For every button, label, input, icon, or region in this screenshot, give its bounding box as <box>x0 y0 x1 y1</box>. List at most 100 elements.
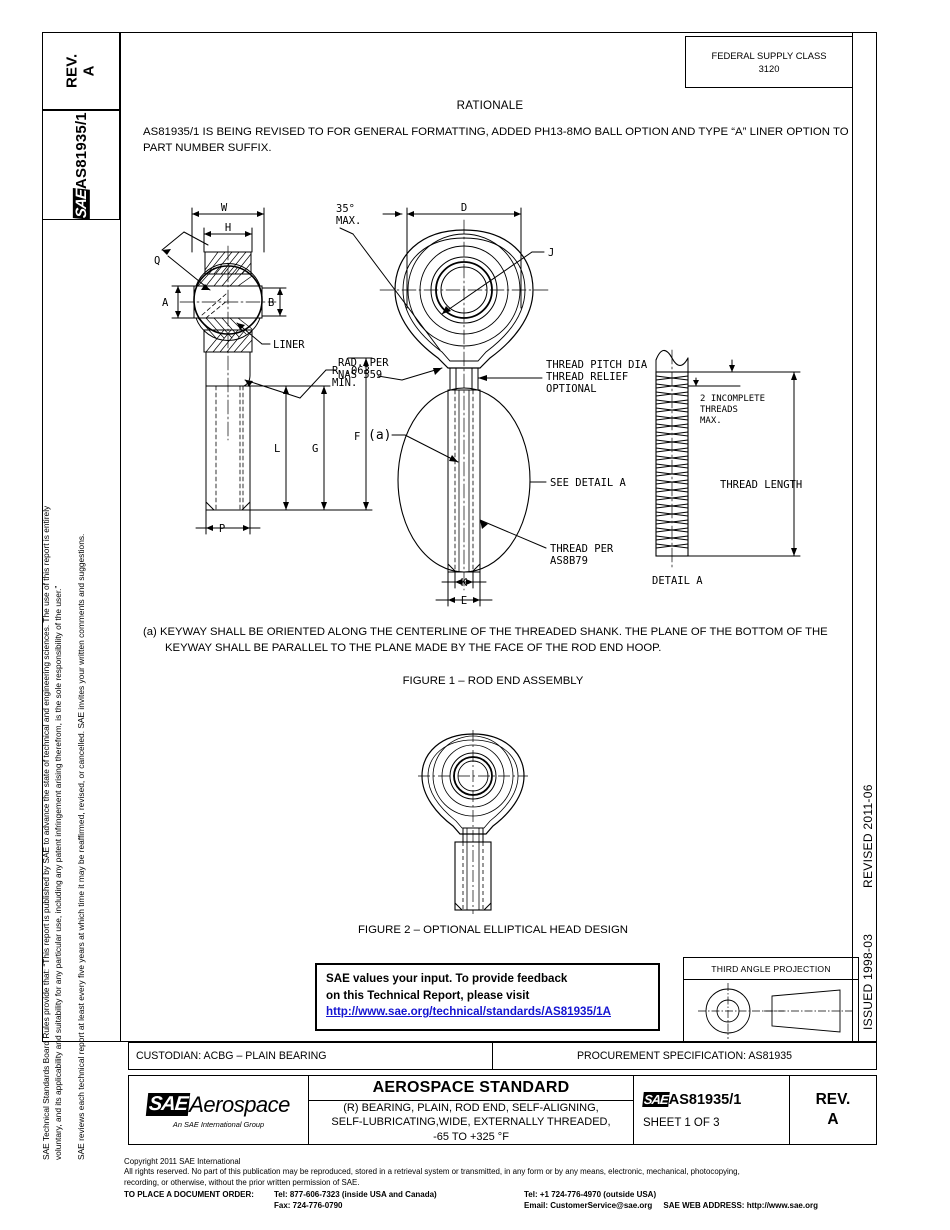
standard-title-cell: AEROSPACE STANDARD (R) BEARING, PLAIN, R… <box>309 1076 634 1144</box>
document-number-vertical-box: SAEAS81935/1 <box>42 110 120 220</box>
label-thread-per: THREAD PER <box>550 543 614 555</box>
label-threads-max: MAX. <box>700 416 722 426</box>
title-block: SAE Aerospace An SAE International Group… <box>128 1075 877 1145</box>
legal-notice-block-2: SAE reviews each technical report at lea… <box>76 280 88 1160</box>
label-threads: THREADS <box>700 405 738 415</box>
sae-logo-icon: SAE <box>145 1093 191 1116</box>
figure-2-caption: FIGURE 2 – OPTIONAL ELLIPTICAL HEAD DESI… <box>357 924 629 936</box>
label-k: K <box>461 577 468 589</box>
label-d: D <box>461 202 467 214</box>
leader-thread-per <box>479 519 547 549</box>
document-number-line: SAEAS81935/1 <box>642 1091 789 1108</box>
label-as8b79: AS8B79 <box>550 555 588 567</box>
leader-j <box>441 251 545 315</box>
title-block-doc-number: AS81935/1 <box>668 1091 742 1108</box>
desc-line-2: SELF-LUBRICATING,WIDE, EXTERNALLY THREAD… <box>331 1116 611 1128</box>
web-url[interactable]: http://www.sae.org <box>746 1201 818 1211</box>
copyright-line: Copyright 2011 SAE International <box>124 1157 241 1166</box>
third-angle-projection-box: THIRD ANGLE PROJECTION <box>683 957 859 1042</box>
feedback-line-2: on this Technical Report, please visit <box>326 988 530 1002</box>
web-label: SAE WEB ADDRESS: <box>663 1201 745 1211</box>
standard-heading: AEROSPACE STANDARD <box>309 1076 633 1101</box>
document-number-vertical-text: SAEAS81935/1 <box>72 111 90 220</box>
label-p: P <box>219 523 225 535</box>
label-w: W <box>221 202 228 214</box>
third-angle-projection-symbol <box>698 983 852 1039</box>
federal-supply-class-box: FEDERAL SUPPLY CLASS 3120 <box>685 36 853 88</box>
sae-logo-icon: SAE <box>72 187 90 220</box>
leader-thread-pitch <box>477 375 543 381</box>
drawing-content-frame <box>120 32 877 1042</box>
revised-date: REVISED 2011-06 <box>861 784 875 888</box>
dim-f <box>329 357 373 511</box>
rev-cell: REV. A <box>790 1076 876 1144</box>
label-35deg: 35° <box>336 203 355 215</box>
label-j: J <box>548 247 554 259</box>
dim-thread-length <box>687 371 801 557</box>
title-block-rev-label: REV. <box>815 1091 851 1108</box>
sheet-number: SHEET 1 OF 3 <box>643 1116 720 1129</box>
label-thread-pitch-dia: THREAD PITCH DIA <box>546 359 648 371</box>
rev-value: A <box>80 65 97 77</box>
label-a: A <box>162 297 169 309</box>
label-nas559: NAS 559 <box>338 369 382 381</box>
email-address: Email: CustomerService@sae.org <box>524 1201 653 1211</box>
rights-line-1: All rights reserved. No part of this pub… <box>124 1167 740 1177</box>
dim-h <box>203 227 253 253</box>
logo-subtitle: An SAE International Group <box>172 1119 265 1129</box>
logo-word: Aerospace <box>189 1091 290 1117</box>
procurement-box: PROCUREMENT SPECIFICATION: AS81935 <box>493 1042 877 1070</box>
title-block-rev-value: A <box>827 1111 839 1128</box>
feedback-link[interactable]: http://www.sae.org/technical/standards/A… <box>326 1005 611 1018</box>
tel-outside: Tel: +1 724-776-4970 (outside USA) <box>524 1190 657 1200</box>
note-line-1: KEYWAY SHALL BE ORIENTED ALONG THE CENTE… <box>159 626 733 638</box>
figure-1-drawing: W H Q A B LINER RAD. PER NAS 559 L G P F… <box>154 202 802 607</box>
label-35deg-max: MAX. <box>336 215 361 227</box>
dim-d <box>406 207 522 309</box>
dim-p <box>195 509 261 535</box>
order-label: TO PLACE A DOCUMENT ORDER: <box>124 1190 254 1200</box>
leader-rad-nas <box>244 369 337 399</box>
copyright-footer: Copyright 2011 SAE International All rig… <box>124 1157 884 1211</box>
sae-aerospace-logo: SAE Aerospace An SAE International Group <box>129 1076 309 1144</box>
label-rad-per: RAD. PER <box>338 357 389 369</box>
desc-line-1: (R) BEARING, PLAIN, ROD END, SELF-ALIGNI… <box>343 1101 599 1114</box>
leader-q <box>161 231 211 291</box>
feedback-line-1: SAE values your input. To provide feedba… <box>326 972 568 985</box>
label-liner: LINER <box>273 339 305 351</box>
label-optional: OPTIONAL <box>546 383 597 395</box>
label-q: Q <box>154 255 160 267</box>
leader-35deg <box>339 211 441 351</box>
label-f: F <box>354 431 360 443</box>
note-marker: (a) <box>143 626 157 638</box>
rationale-heading: RATIONALE <box>456 99 524 112</box>
document-number: AS81935/1 <box>72 111 90 189</box>
legal-line-3: SAE reviews each technical report at lea… <box>76 533 86 1160</box>
label-e: E <box>461 595 467 607</box>
legal-line-1: SAE Technical Standards Board Rules prov… <box>41 505 51 1160</box>
dim-g <box>291 385 331 511</box>
label-see-detail-a: SEE DETAIL A <box>550 477 627 489</box>
fax-number: Fax: 724-776-0790 <box>274 1201 343 1211</box>
label-l: L <box>274 443 280 455</box>
label-h: H <box>225 222 231 234</box>
leader-keyway-a <box>391 434 459 463</box>
dim-k <box>441 571 487 589</box>
label-thread-relief: THREAD RELIEF <box>546 371 628 383</box>
desc-line-3: -65 TO +325 °F <box>433 1130 509 1143</box>
drawing-outer-frame <box>42 32 877 1042</box>
dim-w <box>191 207 265 253</box>
email-and-web: Email: CustomerService@sae.org SAE WEB A… <box>524 1200 884 1211</box>
standard-description: (R) BEARING, PLAIN, ROD END, SELF-ALIGNI… <box>309 1101 633 1145</box>
dim-l <box>249 385 293 511</box>
rights-line-2: recording, or otherwise, without the pri… <box>124 1177 360 1187</box>
custodian-box: CUSTODIAN: ACBG – PLAIN BEARING <box>128 1042 493 1070</box>
dim-incomplete-threads <box>687 359 741 387</box>
label-detail-a: DETAIL A <box>652 575 703 587</box>
rev-label: REV. <box>63 53 81 89</box>
figure-2-drawing <box>418 730 528 914</box>
leader-liner <box>236 322 271 345</box>
figure-1-note: (a) KEYWAY SHALL BE ORIENTED ALONG THE C… <box>143 625 843 656</box>
dim-e <box>435 571 493 607</box>
